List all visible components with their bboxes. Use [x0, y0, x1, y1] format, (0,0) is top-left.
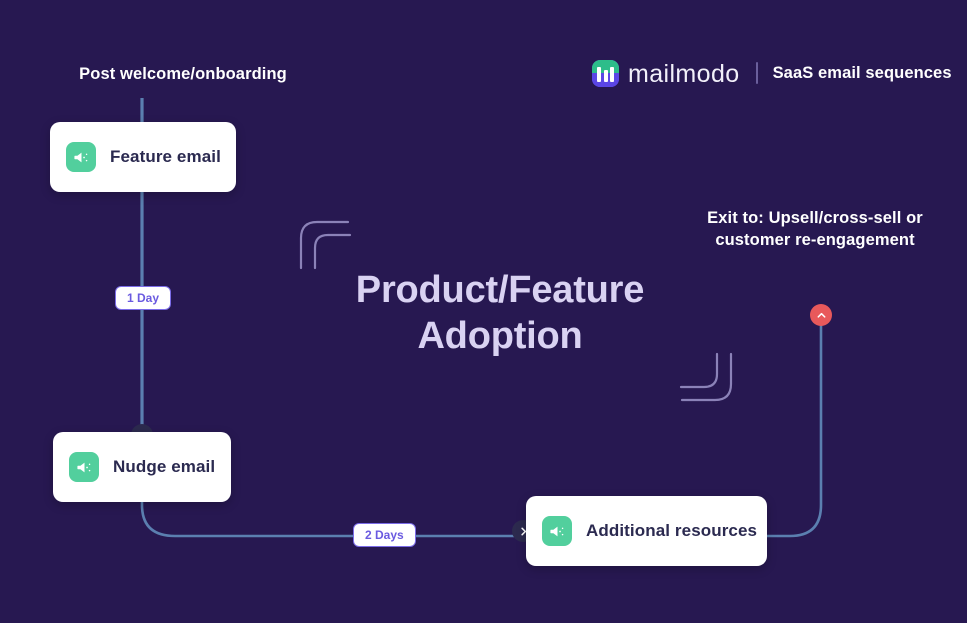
connector-nudge-to-resources: [140, 497, 524, 538]
node-nudge-email[interactable]: Nudge email: [53, 432, 231, 502]
mailmodo-logo-icon: [592, 59, 619, 87]
decorative-corner-top: [299, 220, 352, 270]
node-label: Additional resources: [586, 521, 758, 540]
brand-separator: [755, 62, 758, 84]
entry-caption: Post welcome/onboarding: [79, 65, 287, 83]
megaphone-icon: [69, 452, 99, 482]
chevron-up-icon[interactable]: [810, 304, 832, 326]
node-additional-resources[interactable]: Additional resources: [526, 496, 767, 566]
brand-header: mailmodo SaaS email sequences: [592, 58, 952, 88]
brand-name: mailmodo: [628, 59, 740, 88]
exit-caption: Exit to: Upsell/cross-sell or customer r…: [707, 209, 923, 250]
megaphone-icon: [66, 142, 96, 172]
page-title: Product/Feature Adoption: [355, 269, 645, 357]
delay-pill-2-days[interactable]: 2 Days: [353, 523, 416, 547]
connector-resources-to-exit: [765, 314, 823, 538]
brand-tagline: SaaS email sequences: [772, 63, 952, 82]
node-label: Feature email: [110, 147, 221, 166]
decorative-corner-mid: [679, 352, 733, 402]
megaphone-icon: [542, 516, 572, 546]
node-feature-email[interactable]: Feature email: [50, 122, 236, 192]
delay-pill-1-day[interactable]: 1 Day: [115, 286, 172, 310]
node-label: Nudge email: [113, 457, 216, 476]
